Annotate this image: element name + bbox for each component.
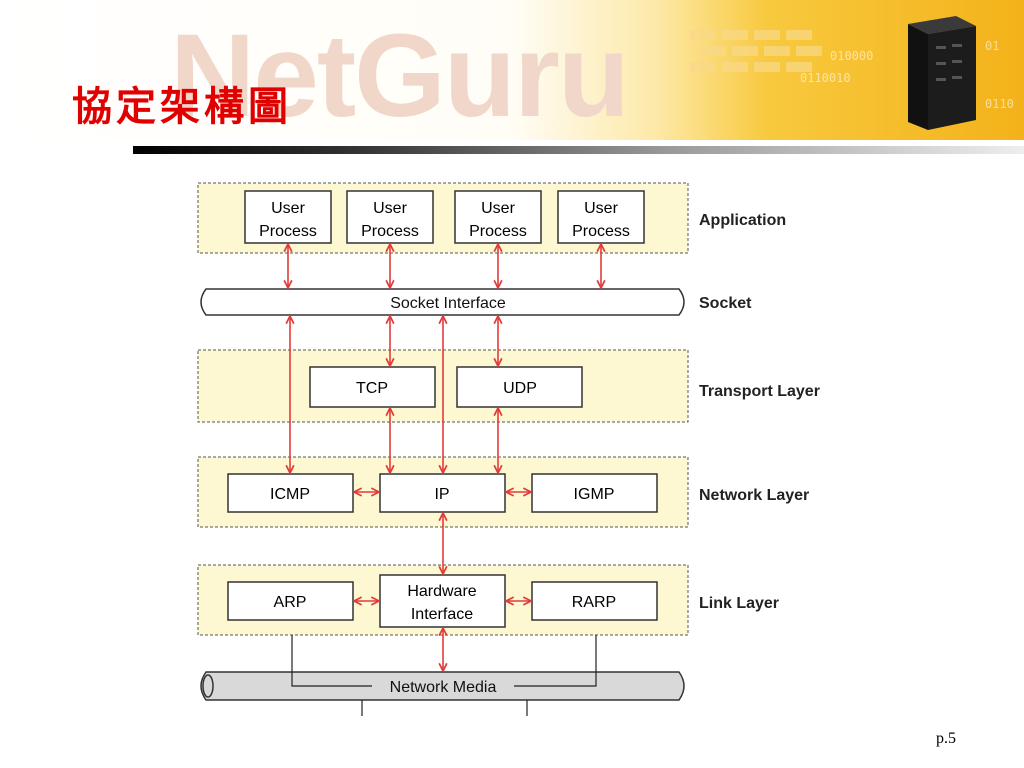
svg-text:UDP: UDP: [503, 380, 537, 397]
svg-text:Process: Process: [361, 223, 419, 240]
svg-text:ICMP: ICMP: [270, 486, 310, 503]
user-process-4: User Process: [557, 190, 645, 244]
data-flow-arrows: [288, 244, 601, 671]
layer-label-application: Application: [699, 212, 786, 229]
svg-text:Interface: Interface: [411, 606, 473, 623]
svg-text:ARP: ARP: [274, 594, 307, 611]
svg-text:0110: 0110: [985, 97, 1014, 111]
svg-text:User: User: [271, 200, 305, 217]
title-divider: [133, 146, 1024, 154]
svg-text:0110010: 0110010: [800, 71, 851, 85]
server-icon: [908, 16, 976, 130]
svg-text:IP: IP: [434, 486, 449, 503]
media-connectors: [291, 635, 597, 716]
udp-box: UDP: [456, 366, 583, 408]
igmp-box: IGMP: [531, 473, 658, 513]
watermark-logo: NetGuru: [170, 10, 630, 140]
svg-text:010000: 010000: [830, 49, 873, 63]
svg-text:RARP: RARP: [572, 594, 616, 611]
pipe-end-cap: [202, 674, 214, 698]
socket-interface-pipe: [200, 288, 685, 316]
svg-text:User: User: [373, 200, 407, 217]
svg-text:Process: Process: [469, 223, 527, 240]
tcp-box: TCP: [309, 366, 436, 408]
network-media-pipe: [200, 671, 685, 701]
rarp-box: RARP: [531, 581, 658, 621]
layer-label-network: Network Layer: [699, 487, 809, 504]
page-number: p.5: [936, 730, 956, 747]
svg-text:User: User: [481, 200, 515, 217]
hardware-interface-box: Hardware Interface: [379, 574, 506, 628]
svg-text:User: User: [584, 200, 618, 217]
svg-text:Process: Process: [259, 223, 317, 240]
svg-text:01: 01: [985, 39, 999, 53]
icmp-box: ICMP: [227, 473, 354, 513]
svg-text:TCP: TCP: [356, 380, 388, 397]
socket-interface-label: Socket Interface: [390, 295, 506, 312]
layer-label-link: Link Layer: [699, 595, 779, 612]
ip-box: IP: [379, 473, 506, 513]
network-media-label: Network Media: [390, 679, 497, 696]
layer-label-transport: Transport Layer: [699, 383, 820, 400]
slide-title: 協定架構圖: [72, 83, 292, 130]
svg-text:Hardware: Hardware: [407, 583, 476, 600]
user-process-2: User Process: [346, 190, 434, 244]
header-banner: 010000 0110010 0110 01 NetGuru: [0, 0, 1024, 140]
user-process-3: User Process: [454, 190, 542, 244]
arp-box: ARP: [227, 581, 354, 621]
svg-text:Process: Process: [572, 223, 630, 240]
user-process-1: User Process: [244, 190, 332, 244]
svg-text:IGMP: IGMP: [574, 486, 615, 503]
layer-label-socket: Socket: [699, 295, 752, 312]
banner-graphic: 010000 0110010 0110 01: [0, 0, 1024, 140]
